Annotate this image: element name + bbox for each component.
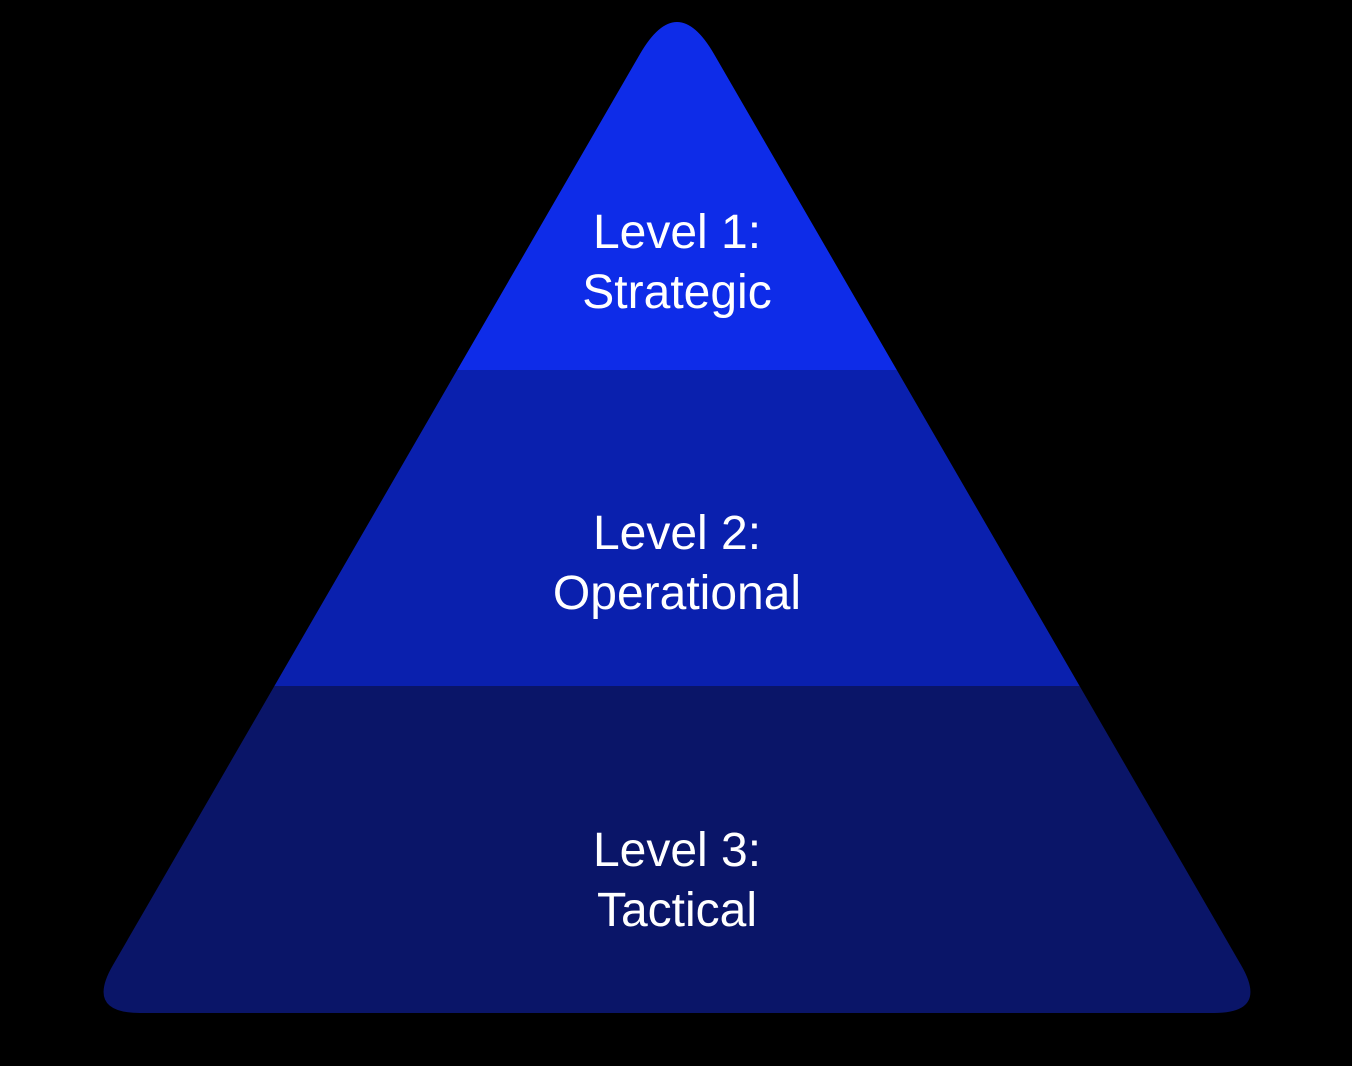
tier-1-label-line-2: Strategic (582, 266, 771, 319)
pyramid-tier-3 (103, 686, 1251, 1013)
tier-3-label-line-1: Level 3: (593, 824, 761, 877)
tier-3-label-line-2: Tactical (597, 884, 757, 937)
tier-2-label-line-2: Operational (553, 567, 801, 620)
tier-1-label-line-1: Level 1: (593, 206, 761, 259)
tier-2-label-line-1: Level 2: (593, 507, 761, 560)
